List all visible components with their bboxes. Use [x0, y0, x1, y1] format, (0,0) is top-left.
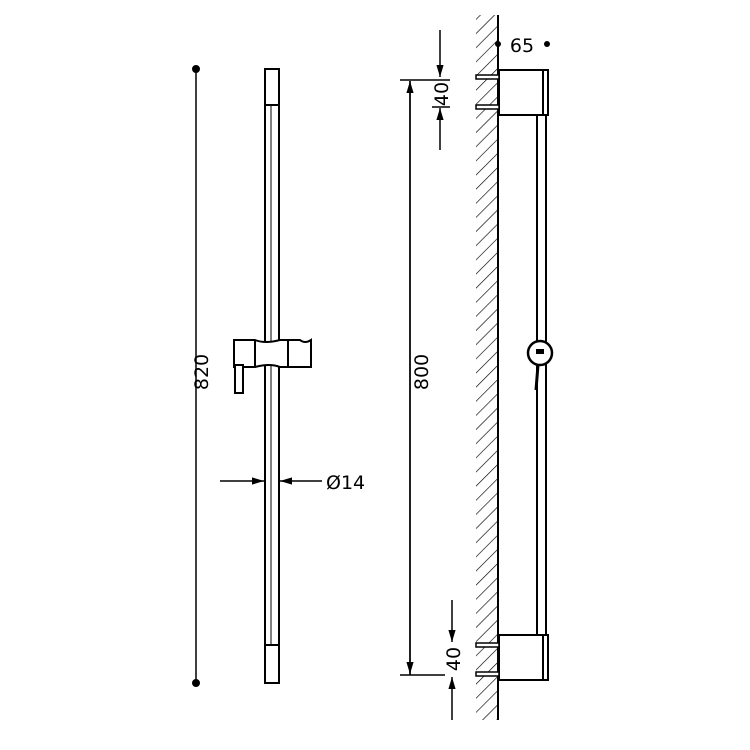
label-65: 65	[510, 35, 534, 57]
front-view-slider	[233, 338, 312, 394]
dimension-800	[400, 79, 450, 676]
label-40-top: 40	[431, 82, 453, 106]
label-diameter: Ø14	[326, 472, 365, 494]
dimension-40-top	[432, 30, 450, 150]
dimension-65	[495, 41, 550, 47]
front-view-rail	[264, 68, 280, 684]
label-40-bottom: 40	[443, 647, 465, 671]
top-bracket	[475, 69, 549, 116]
label-800: 800	[411, 354, 433, 390]
wall-section	[476, 15, 499, 720]
label-820: 820	[191, 354, 213, 390]
bottom-bracket	[475, 634, 549, 681]
side-slider-knob	[526, 339, 554, 391]
dimension-820	[192, 65, 200, 687]
